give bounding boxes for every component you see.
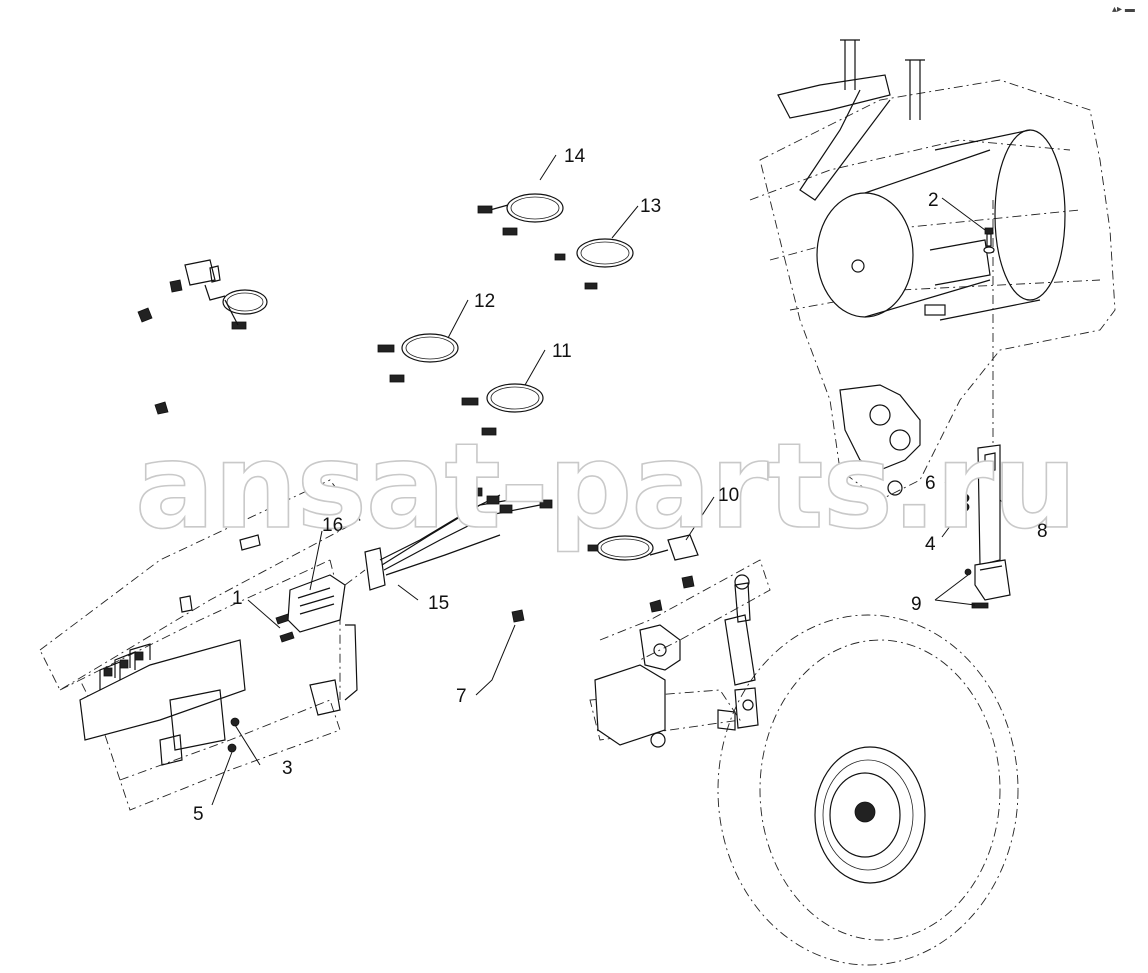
callout-5: 5	[193, 804, 204, 825]
part-8-bracket	[974, 200, 1011, 601]
callout-8: 8	[1037, 521, 1048, 542]
upper-frame-assembly	[749, 39, 1116, 501]
callout-9: 9	[911, 594, 922, 615]
callout-15: 15	[428, 593, 449, 614]
callout-16: 16	[322, 515, 343, 536]
callout-14: 14	[564, 146, 586, 167]
callout-13: 13	[640, 196, 661, 217]
callout-2: 2	[928, 190, 939, 211]
lower-left-frame-assembly	[39, 479, 361, 811]
callout-10: 10	[718, 485, 739, 506]
callout-3: 3	[282, 758, 293, 779]
callout-1: 1	[232, 588, 243, 609]
corner-mark: ▴▸ ▬	[1112, 4, 1135, 15]
watermark-text: ansat-parts.ru	[135, 417, 1076, 555]
leader-lines	[211, 154, 1031, 806]
callout-12: 12	[474, 291, 495, 312]
fasteners	[137, 227, 995, 753]
harness-and-module	[287, 487, 553, 633]
callout-6: 6	[925, 473, 936, 494]
cables	[377, 193, 634, 436]
callout-7: 7	[456, 686, 467, 707]
sensor-upper-left	[184, 259, 268, 330]
callout-labels: 14 13 12 11 2 6 4 8 9 10 16 15 1 7 3 5	[193, 146, 1048, 825]
part-10-sensor	[587, 534, 699, 561]
callout-11: 11	[552, 341, 572, 362]
wheel-assembly	[589, 559, 1019, 966]
callout-4: 4	[925, 534, 936, 555]
